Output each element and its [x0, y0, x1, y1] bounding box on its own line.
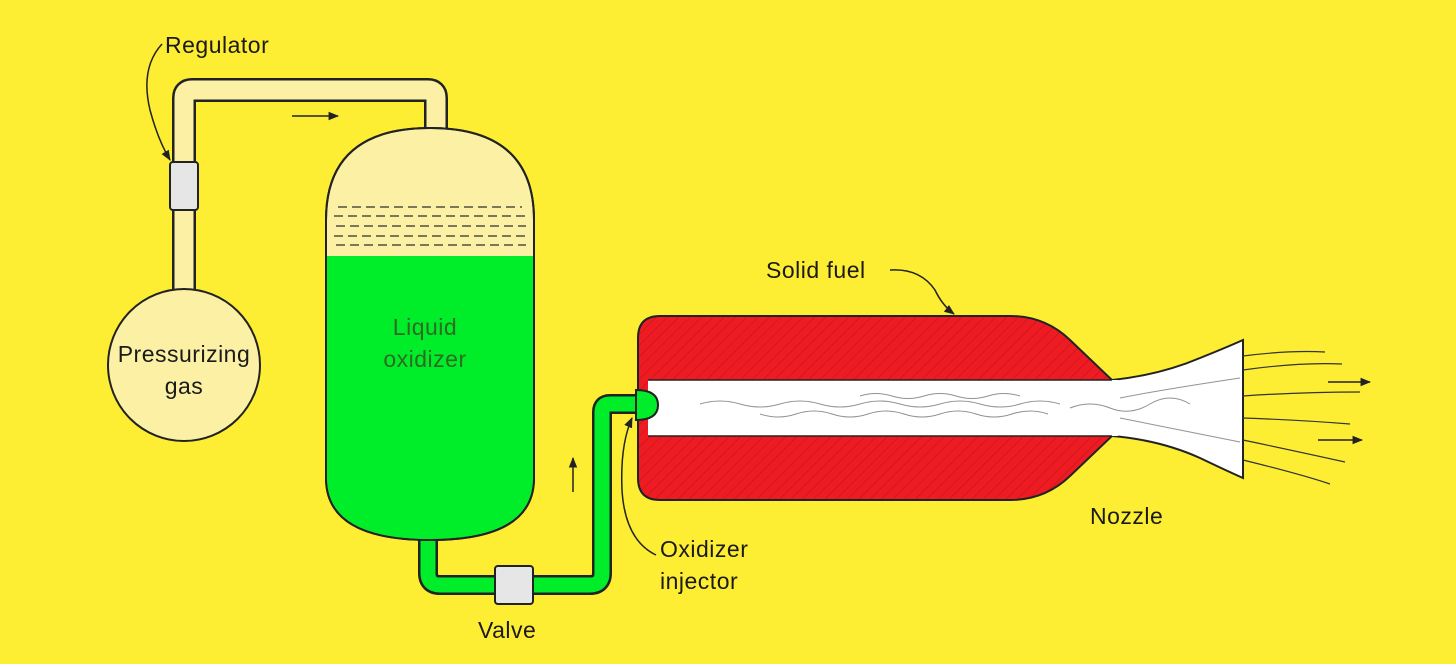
- gas-feed-pipe: [172, 78, 448, 292]
- valve-block: [494, 565, 534, 605]
- pressurizing-gas-label-line2: gas: [164, 373, 204, 399]
- pressurizing-gas-label-line1: Pressurizing: [117, 341, 251, 367]
- nozzle-bell: [1111, 338, 1244, 480]
- regulator-leader: [146, 43, 171, 161]
- liquid-oxidizer-label-line1: Liquid: [392, 314, 458, 340]
- oxidizer-feed-pipe: [418, 394, 640, 595]
- regulator-label: Regulator: [165, 29, 269, 61]
- nozzle-label-text: Nozzle: [1090, 503, 1164, 529]
- solid-fuel-leader: [889, 269, 955, 315]
- solid-fuel-label: Solid fuel: [766, 254, 866, 286]
- oxidizer-injector: [635, 388, 660, 422]
- valve-label: Valve: [478, 614, 536, 646]
- exhaust-streamlines: [1242, 350, 1361, 485]
- flame-flow-lines: [699, 377, 1241, 443]
- combustion-port: [648, 380, 1118, 436]
- liquid-oxidizer-label: Liquid oxidizer: [355, 311, 495, 375]
- liquid-surface-lines: [334, 206, 528, 246]
- oxidizer-injector-label-line2: injector: [660, 568, 739, 594]
- regulator-block: [169, 161, 199, 211]
- injector-leader: [620, 417, 657, 556]
- oxidizer-injector-label: Oxidizer injector: [660, 533, 748, 597]
- solid-fuel-label-text: Solid fuel: [766, 257, 866, 283]
- valve-label-text: Valve: [478, 617, 537, 643]
- oxidizer-tank: [325, 126, 535, 542]
- oxidizer-injector-label-line1: Oxidizer: [660, 536, 749, 562]
- liquid-oxidizer-label-line2: oxidizer: [383, 346, 467, 372]
- regulator-label-text: Regulator: [165, 32, 270, 58]
- pressurizing-gas-label: Pressurizing gas: [104, 338, 264, 402]
- pressurizing-gas-sphere: [107, 288, 261, 442]
- nozzle-label: Nozzle: [1090, 500, 1163, 532]
